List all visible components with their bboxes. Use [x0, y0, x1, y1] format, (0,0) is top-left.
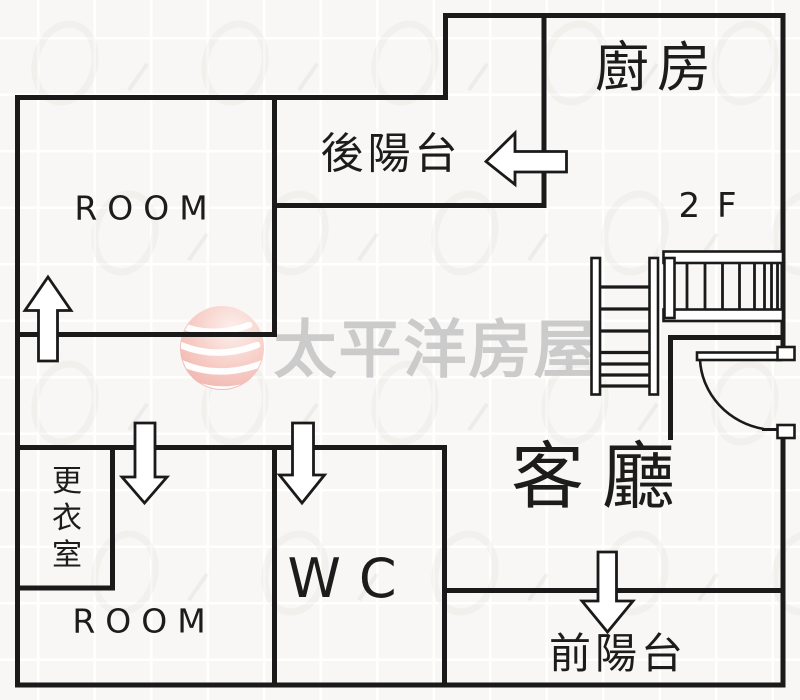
door-jamb-top — [776, 345, 796, 362]
label-wc: WC — [287, 547, 415, 610]
door-arrow-down-wc — [276, 421, 328, 506]
label-room-bottom-left: ROOM — [72, 601, 216, 641]
label-back-balcony: 後陽台 — [320, 129, 462, 180]
door-leaf — [695, 351, 783, 362]
door-jamb-bottom — [776, 423, 796, 440]
label-floor-number: 2 F — [678, 186, 740, 226]
staircase-horizontal — [662, 250, 785, 323]
label-dressing-room: 更衣室 — [46, 464, 81, 576]
door-swing-arc — [698, 359, 765, 431]
staircase-vertical — [590, 256, 660, 396]
label-room-top-left: ROOM — [74, 188, 218, 228]
door-arrow-down-front-balcony — [579, 550, 636, 635]
door-arrow-left-back-balcony — [483, 129, 568, 188]
door-arrow-up-room-top — [22, 274, 74, 363]
walls — [15, 13, 786, 688]
door-arrow-down-room-bottom — [118, 421, 171, 506]
brand-watermark-text: 太平洋房屋 — [273, 312, 599, 387]
entry-door — [695, 345, 796, 440]
label-living-room: 客廳 — [511, 434, 693, 520]
label-front-balcony: 前陽台 — [548, 629, 688, 678]
label-kitchen: 廚房 — [595, 36, 719, 99]
